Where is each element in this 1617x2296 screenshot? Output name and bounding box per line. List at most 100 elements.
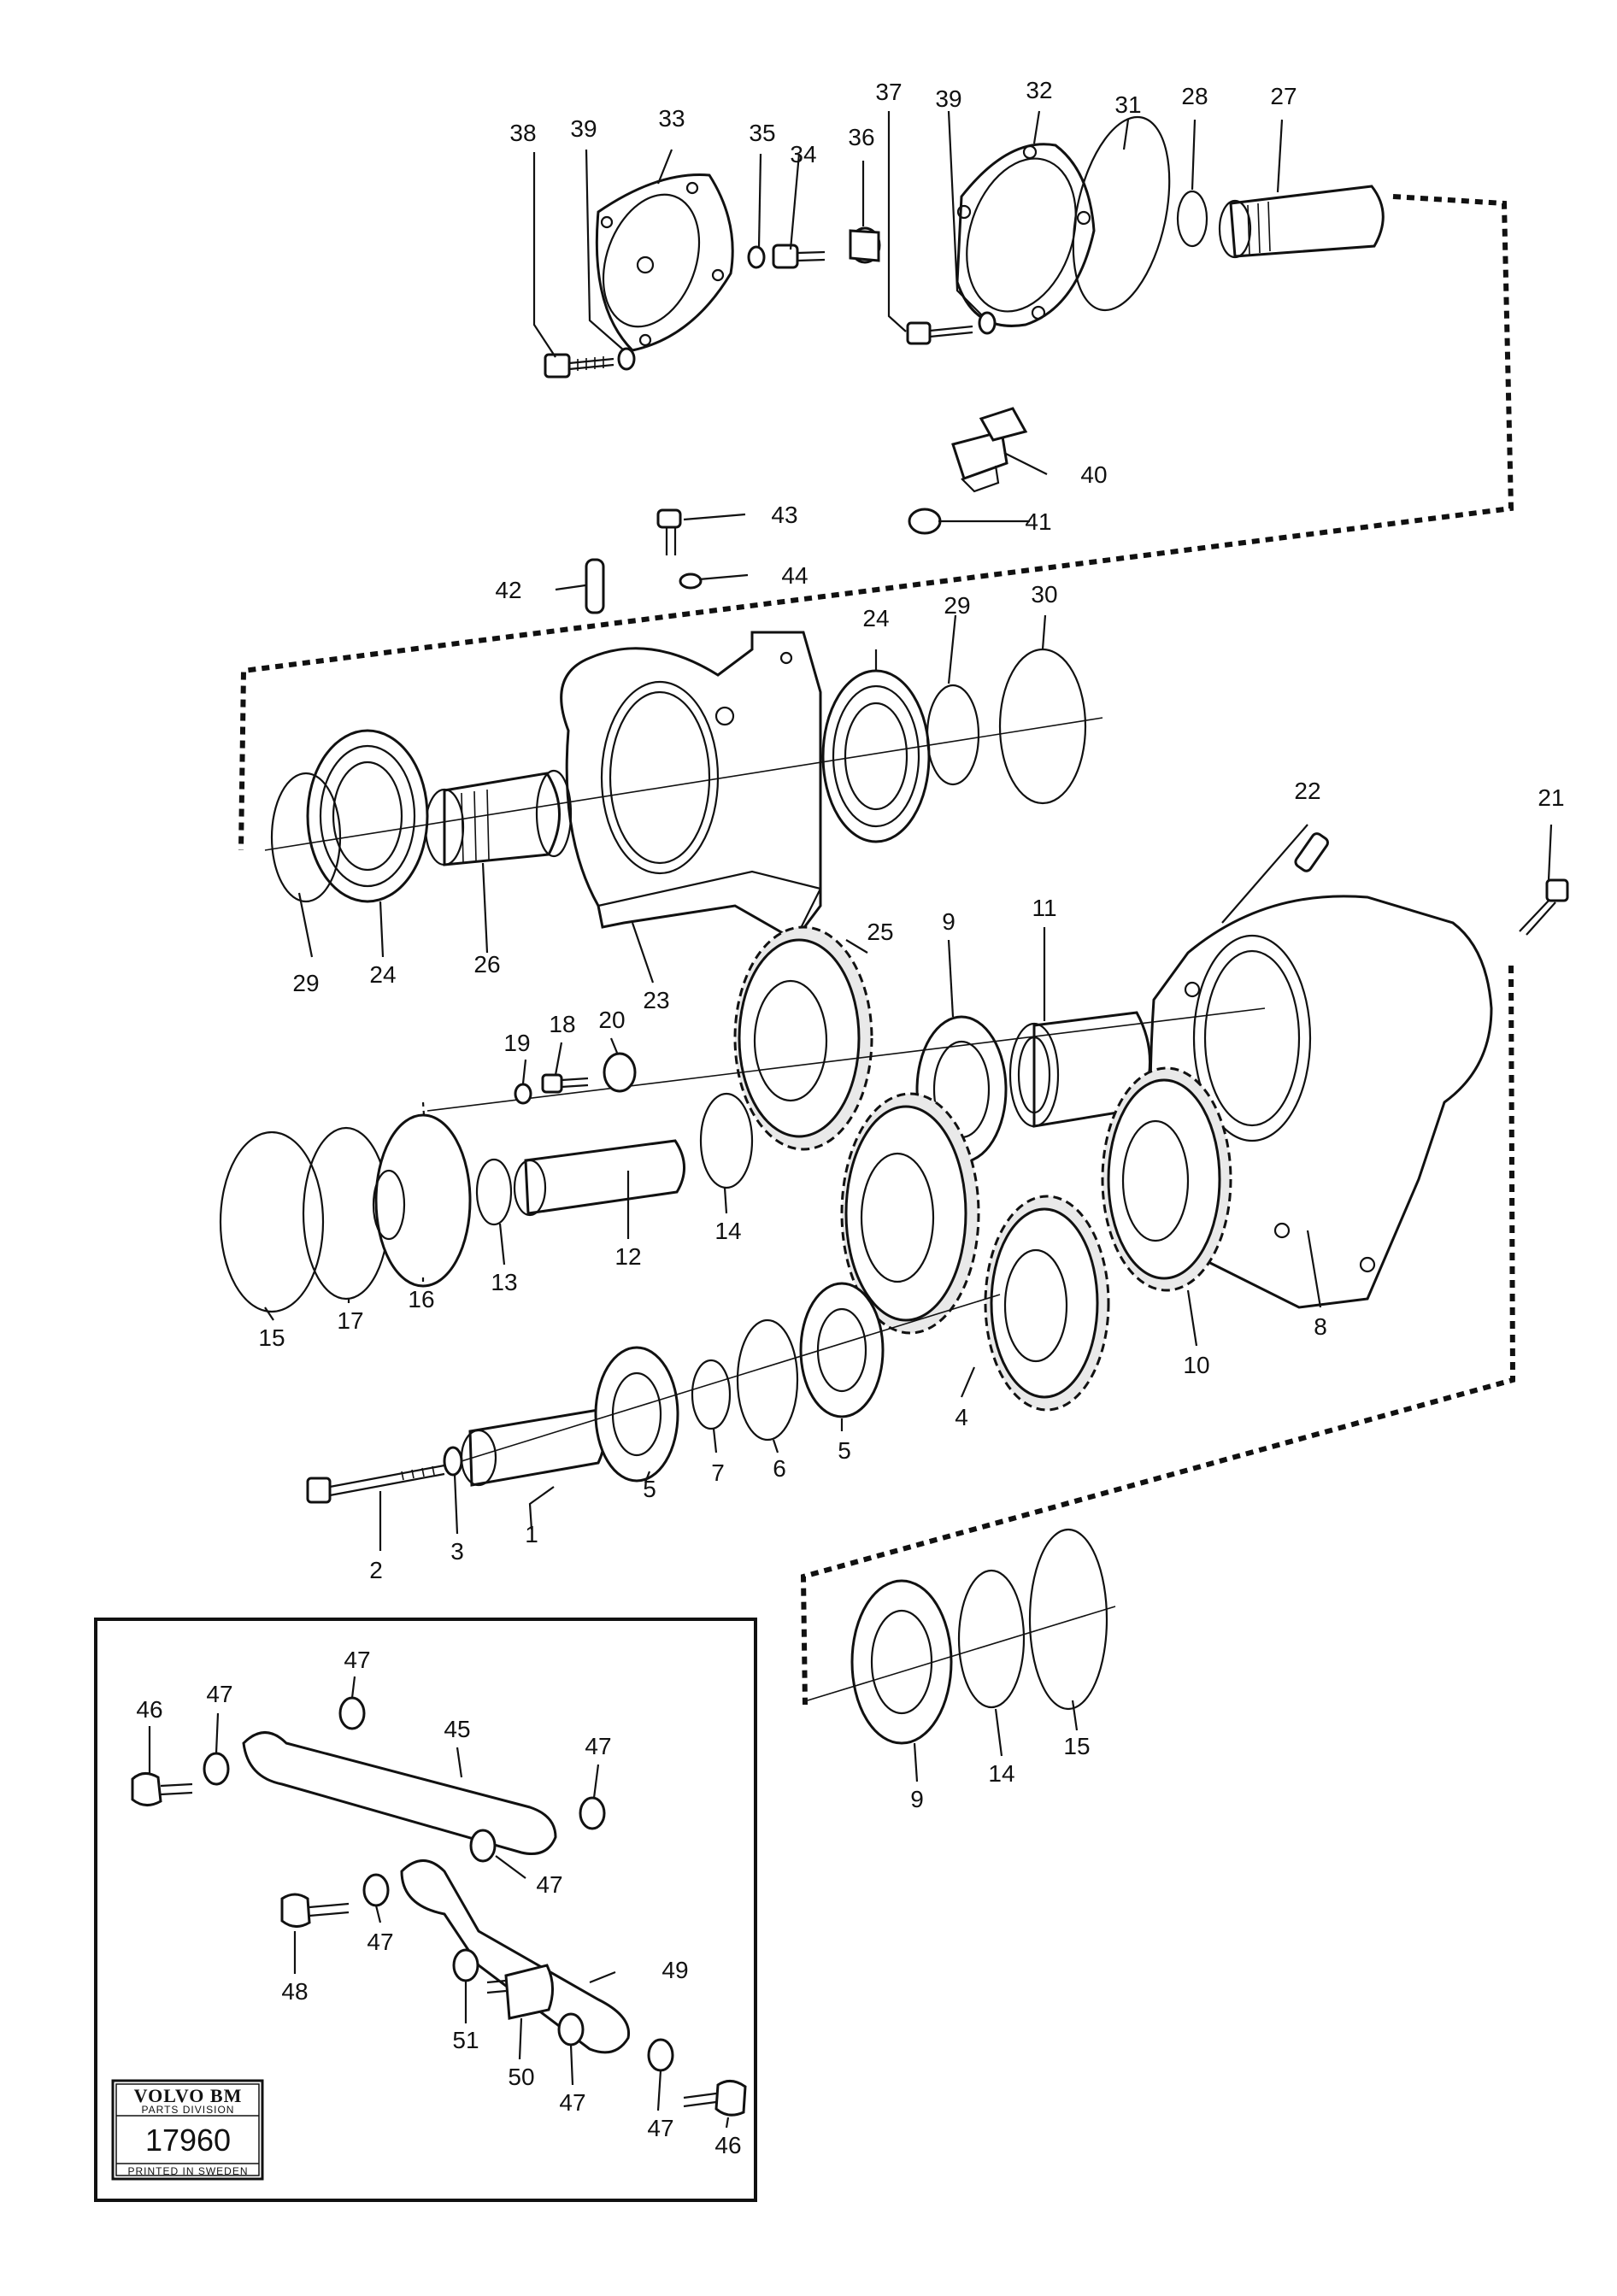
callout-9-top: 9 <box>942 908 956 935</box>
callout-14-top: 14 <box>714 1218 741 1244</box>
ball-joint-46-bottom <box>683 2080 747 2117</box>
callout-37: 37 <box>875 79 902 105</box>
callout-9-bottom: 9 <box>910 1786 924 1812</box>
callout-13: 13 <box>491 1269 517 1295</box>
callout-24-right: 24 <box>862 605 889 631</box>
callout-18: 18 <box>549 1011 575 1037</box>
stamp-printed: PRINTED IN SWEDEN <box>127 2165 248 2177</box>
callout-47-g: 47 <box>647 2115 673 2141</box>
callout-5-left: 5 <box>643 1476 656 1502</box>
callout-40: 40 <box>1080 461 1107 488</box>
callout-15-left: 15 <box>258 1324 285 1351</box>
callout-12: 12 <box>614 1243 641 1270</box>
callout-39-right: 39 <box>935 85 961 112</box>
washer-47-a <box>203 1752 230 1786</box>
callout-51: 51 <box>452 2027 479 2053</box>
cap-20 <box>603 1052 637 1093</box>
callout-19: 19 <box>503 1030 530 1056</box>
callout-46-bottom: 46 <box>714 2132 741 2158</box>
washer-3 <box>443 1446 463 1477</box>
ball-joint-46-top <box>131 1772 193 1806</box>
callout-4: 4 <box>955 1404 968 1430</box>
callout-47-b: 47 <box>344 1647 370 1673</box>
seal-44 <box>679 573 703 590</box>
leader-lines <box>264 110 1553 1782</box>
callout-48: 48 <box>281 1978 308 2005</box>
callout-20: 20 <box>598 1007 625 1033</box>
callout-43: 43 <box>771 502 797 528</box>
callout-41: 41 <box>1025 508 1051 535</box>
spacer-50 <box>486 1964 554 2020</box>
axis-line-lower <box>461 1294 1001 1462</box>
callout-17: 17 <box>337 1307 363 1334</box>
stamp-division: PARTS DIVISION <box>142 2104 235 2116</box>
callout-15-right: 15 <box>1063 1733 1090 1759</box>
callout-34: 34 <box>790 141 816 167</box>
bearing-5-right <box>799 1282 885 1418</box>
callout-36: 36 <box>848 124 874 150</box>
retaining-ring-15-left <box>219 1130 325 1313</box>
callout-32: 32 <box>1026 77 1052 103</box>
shaft-26 <box>424 769 573 866</box>
bolt-18 <box>541 1073 589 1094</box>
bearing-5-left <box>594 1346 679 1483</box>
callout-35: 35 <box>749 120 775 146</box>
callout-50: 50 <box>508 2064 534 2090</box>
callout-31: 31 <box>1114 91 1141 118</box>
washer-39-left <box>617 347 636 371</box>
shaft-12 <box>513 1139 685 1217</box>
ring-6 <box>736 1318 799 1442</box>
bearing-24-right <box>821 669 931 843</box>
link-rod-49 <box>400 1859 631 2054</box>
assembly-boundary-right <box>800 965 1516 1706</box>
callout-21: 21 <box>1538 784 1564 811</box>
washer-47-d <box>469 1829 497 1863</box>
assembly-boundary-top <box>238 194 1514 851</box>
callout-5-right: 5 <box>838 1437 851 1464</box>
gear-25 <box>733 925 873 1151</box>
axis-line-gears <box>426 1007 1266 1112</box>
callout-29-right: 29 <box>944 592 970 619</box>
bolt-21 <box>1519 878 1569 936</box>
inset-leader-lines <box>148 1676 730 2129</box>
callout-47-e: 47 <box>367 1929 393 1955</box>
snap-ring-7 <box>691 1359 732 1430</box>
callout-27: 27 <box>1270 83 1297 109</box>
callout-45: 45 <box>444 1716 470 1742</box>
callout-47-f: 47 <box>559 2089 585 2116</box>
link-rod-45 <box>242 1731 557 1855</box>
washer-47-b <box>338 1696 366 1730</box>
cover-plate-33 <box>595 173 734 352</box>
retaining-ring-30 <box>998 648 1087 805</box>
washer-51 <box>452 1948 479 1982</box>
volvo-bm-stamp: VOLVO BM PARTS DIVISION 17960 PRINTED IN… <box>111 2079 264 2181</box>
callout-6: 6 <box>773 1455 786 1482</box>
callout-3: 3 <box>450 1538 464 1565</box>
sensor-40 <box>951 407 1028 493</box>
axis-line-housing <box>264 717 1103 851</box>
dowel-pin-42 <box>585 558 605 614</box>
callout-39-left: 39 <box>570 115 597 142</box>
housing-23 <box>560 631 822 942</box>
callout-29-left: 29 <box>292 970 319 996</box>
callout-47-d: 47 <box>536 1871 562 1898</box>
pin-22 <box>1294 832 1329 872</box>
callout-22: 22 <box>1294 778 1320 804</box>
washer-39-right <box>978 311 997 335</box>
nipple-34 <box>772 244 826 269</box>
o-ring-31 <box>1072 115 1171 312</box>
callout-11: 11 <box>1032 895 1056 921</box>
bolt-37 <box>906 321 973 345</box>
snap-ring-29-left <box>270 772 342 903</box>
snap-ring-29-right <box>926 684 980 786</box>
shaft-27 <box>1218 185 1385 259</box>
callout-38: 38 <box>509 120 536 146</box>
stamp-brand: VOLVO BM <box>134 2085 243 2106</box>
callout-labels: 38 39 33 35 34 36 37 39 32 31 28 27 40 4… <box>258 77 1564 1812</box>
callout-30: 30 <box>1031 581 1057 608</box>
cap-36 <box>849 226 881 264</box>
flange-16 <box>372 1113 472 1288</box>
retaining-ring-15-right <box>1028 1528 1108 1711</box>
callout-49: 49 <box>662 1957 688 1983</box>
